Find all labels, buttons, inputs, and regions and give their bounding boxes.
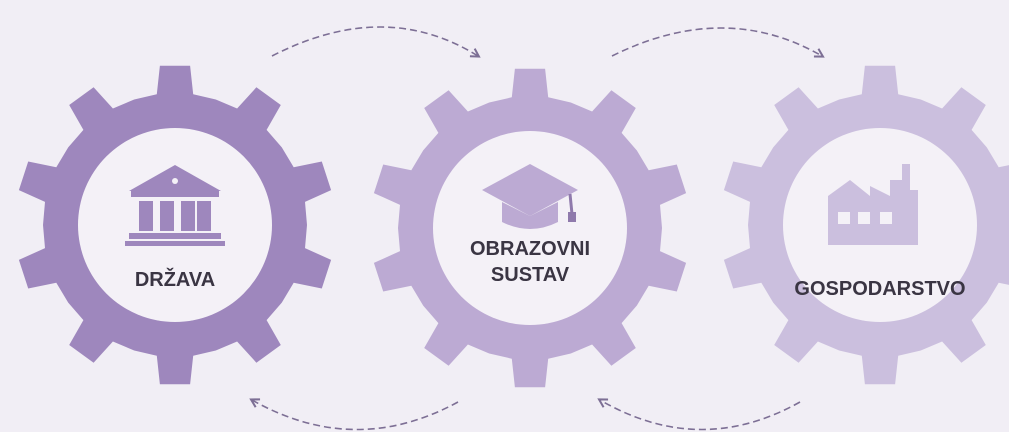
gear-label-line: OBRAZOVNI — [470, 238, 590, 260]
gear-obrazovni-sustav: OBRAZOVNI SUSTAV — [373, 68, 687, 388]
gear-label-line: GOSPODARSTVO — [794, 278, 965, 300]
arrow-obrazovni-sustav-to-drzava — [249, 398, 459, 431]
gear-inner-circle — [78, 128, 272, 322]
arrow-drzava-to-obrazovni-sustav — [271, 26, 481, 58]
gear-gospodarstvo: GOSPODARSTVO — [723, 65, 1009, 385]
gear-drzava: DRŽAVA — [18, 65, 332, 385]
gear-label-obrazovni-sustav: OBRAZOVNI SUSTAV — [470, 238, 590, 286]
gear-label-line: SUSTAV — [491, 264, 570, 286]
gear-label-drzava: DRŽAVA — [135, 267, 215, 291]
arrow-obrazovni-sustav-to-gospodarstvo — [611, 27, 825, 58]
government-building-icon — [125, 165, 225, 246]
gear-label-line: DRŽAVA — [135, 267, 215, 291]
gear-label-gospodarstvo: GOSPODARSTVO — [794, 278, 965, 300]
arrow-gospodarstvo-to-obrazovni-sustav — [597, 398, 801, 431]
graduation-cap-icon — [482, 164, 578, 229]
factory-icon — [828, 164, 918, 245]
